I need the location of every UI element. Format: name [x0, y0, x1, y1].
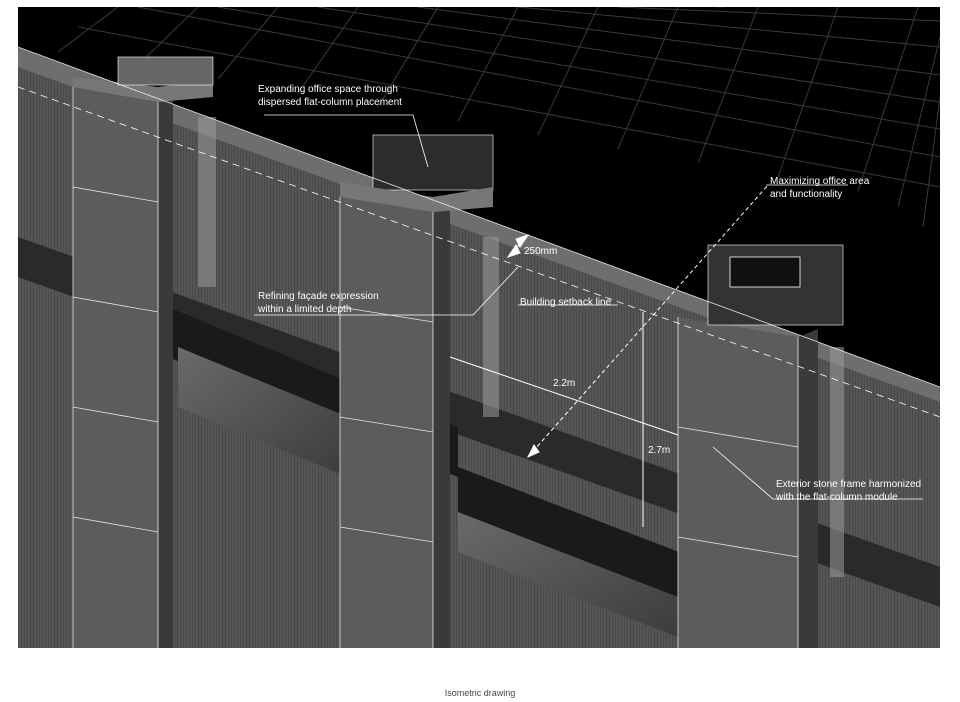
annotation-maximizing-line2: and functionality	[770, 189, 843, 200]
column-middle	[340, 134, 494, 648]
isometric-drawing: Expanding office space through dispersed…	[18, 7, 940, 648]
annotation-maximizing-line1: Maximizing office area	[770, 176, 870, 187]
column-right	[678, 244, 844, 648]
annotation-exterior-line2: with the flat-column module	[776, 492, 898, 503]
facade-illustration	[18, 7, 940, 648]
annotation-expanding: Expanding office space through dispersed…	[258, 83, 402, 109]
leader-lines	[254, 114, 923, 500]
background-grid	[57, 7, 940, 228]
figure-caption: Isometric drawing	[444, 688, 516, 698]
column-left	[73, 56, 214, 648]
setback-dashed-line	[18, 86, 940, 418]
annotation-expanding-line1: Expanding office space through	[258, 84, 398, 95]
annotation-exterior: Exterior stone frame harmonized with the…	[776, 478, 921, 504]
dimension-lines	[449, 184, 769, 527]
dimension-depth: 250mm	[524, 246, 558, 257]
annotation-refining: Refining façade expression within a limi…	[258, 290, 379, 316]
annotation-expanding-line2: dispersed flat-column placement	[258, 97, 402, 108]
dimension-span: 2.2m	[553, 378, 576, 389]
annotation-maximizing: Maximizing office area and functionality	[770, 175, 869, 201]
annotation-refining-line1: Refining façade expression	[258, 291, 379, 302]
outline-lines	[18, 46, 940, 648]
annotation-refining-line2: within a limited depth	[258, 304, 352, 315]
annotation-setback-text: Building setback line	[520, 297, 612, 308]
annotation-exterior-line1: Exterior stone frame harmonized	[776, 479, 922, 490]
dimension-height: 2.7m	[648, 445, 671, 456]
annotation-setback: Building setback line	[520, 296, 611, 309]
